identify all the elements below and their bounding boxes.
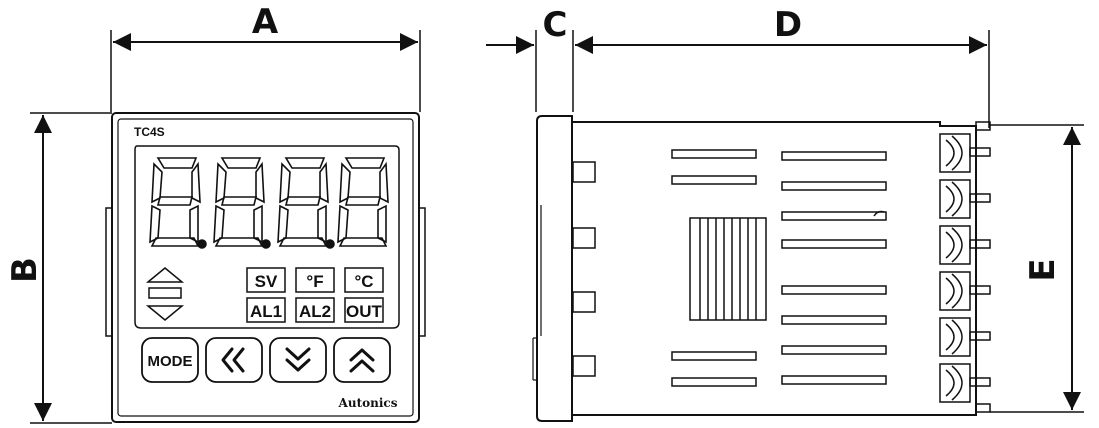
terminal-2 [939, 179, 991, 219]
indicator-panel: SV °F °C AL1 AL2 OUT [246, 267, 384, 323]
double-chevron-up-icon [349, 348, 375, 373]
up-down-triangle-icon [145, 267, 185, 321]
digit-4 [337, 157, 389, 247]
brand-logo-text: Autonics [338, 396, 398, 410]
indicator-box-al1 [246, 297, 286, 323]
mode-button-label: MODE [148, 353, 193, 370]
side-flange [536, 115, 573, 422]
dimension-a [110, 30, 421, 112]
double-chevron-down-icon [285, 347, 311, 372]
digit-1 [149, 157, 207, 249]
mode-button[interactable] [141, 337, 199, 383]
indicator-c: °C [354, 272, 373, 291]
terminal-6 [939, 363, 991, 403]
down-button[interactable] [269, 337, 327, 383]
indicator-box-f [295, 267, 335, 293]
front-bezel [111, 112, 420, 423]
model-label: TC4S [134, 125, 165, 139]
terminal-block [939, 121, 991, 413]
side-view: C D E [486, 5, 1084, 422]
vent-slots [671, 149, 887, 387]
indicator-al1: AL1 [250, 302, 282, 321]
dimension-label-b: B [5, 257, 45, 283]
up-button[interactable] [333, 337, 391, 383]
indicator-f: °F [306, 272, 323, 291]
dimension-b [30, 112, 112, 424]
dimension-label-c: C [543, 5, 568, 45]
terminal-3 [939, 225, 991, 265]
digit-2 [213, 157, 271, 249]
button-row: MODE [141, 337, 391, 383]
dimension-label-e: E [1023, 258, 1063, 281]
shift-button[interactable] [205, 337, 263, 383]
indicator-out: OUT [346, 302, 383, 321]
indicator-box-c [344, 267, 384, 293]
digit-3 [277, 157, 335, 249]
display-window [134, 145, 400, 329]
terminal-4 [939, 271, 991, 311]
terminal-5 [939, 317, 991, 357]
latch-tabs [572, 161, 596, 377]
indicator-box-sv [246, 267, 286, 293]
dimension-e [990, 124, 1084, 413]
side-housing [572, 121, 977, 416]
front-bezel-inner [117, 118, 414, 417]
seven-segment-display [149, 157, 389, 249]
label-grid [689, 217, 767, 321]
terminal-1 [939, 133, 991, 173]
indicator-box-out [344, 297, 384, 323]
dimension-label-a: A [252, 2, 279, 42]
indicator-box-al2 [295, 297, 335, 323]
double-chevron-left-icon [221, 347, 245, 373]
indicator-sv: SV [255, 272, 278, 291]
dimension-label-d: D [774, 5, 802, 45]
front-view: A B TC4S [5, 2, 426, 424]
indicator-al2: AL2 [299, 302, 331, 321]
dimension-d [577, 30, 990, 128]
